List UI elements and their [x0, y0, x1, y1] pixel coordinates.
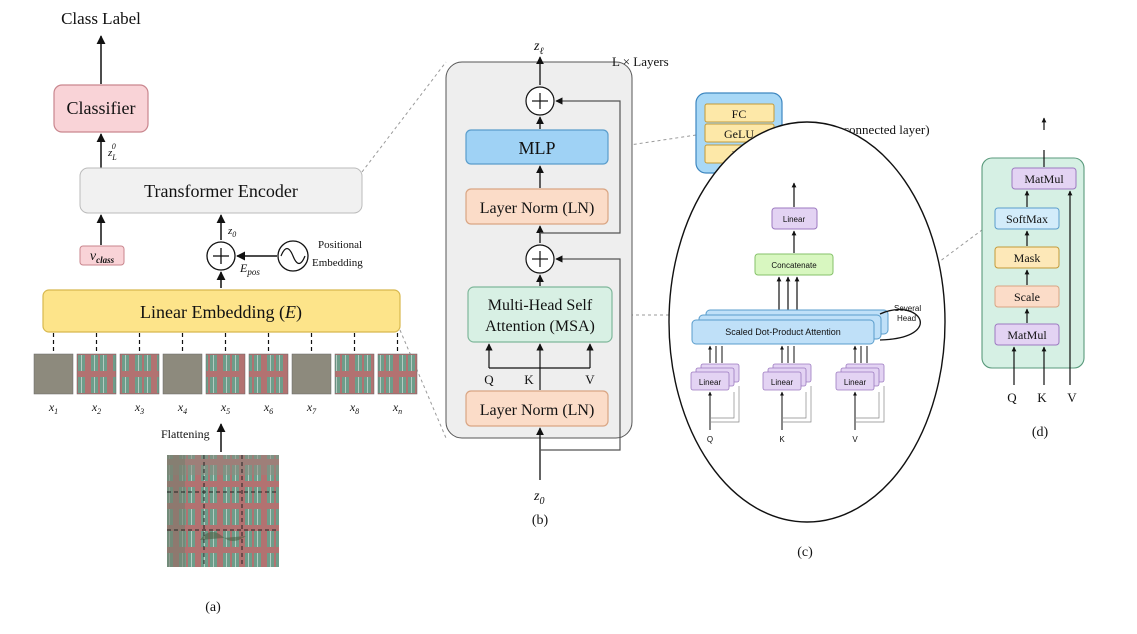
matmul-bottom-label: MatMul [1007, 328, 1047, 342]
svg-text:Linear: Linear [771, 378, 794, 387]
svg-text:Linear: Linear [699, 378, 722, 387]
v-label-d: V [1067, 390, 1077, 405]
softmax-label: SoftMax [1006, 212, 1048, 226]
patch-label: x3 [134, 400, 144, 416]
matmul-top-label: MatMul [1024, 172, 1064, 186]
scale-label: Scale [1014, 290, 1040, 304]
msa-box [467, 286, 613, 343]
e-pos-label: Epos [239, 261, 260, 277]
positional-embedding-line1: Positional [318, 239, 362, 251]
caption-b: (b) [532, 513, 549, 528]
guide-encoder-top [361, 61, 447, 173]
linear-embedding-box [42, 289, 401, 333]
matmul-top-box [1011, 167, 1077, 190]
layers-label: L × Layers [612, 54, 669, 69]
panel-b: zℓ L × Layers MLP Layer Norm (LN) Multi-… [445, 39, 930, 528]
q-label-b: Q [484, 372, 494, 387]
image-patch [162, 353, 203, 395]
source-image [167, 455, 279, 567]
mlp-box [465, 129, 609, 165]
transformer-encoder-label: Transformer Encoder [144, 181, 298, 201]
fc-top-box [704, 103, 775, 123]
layer-norm-bottom-label: Layer Norm (LN) [480, 402, 595, 419]
patch-label: x8 [349, 400, 359, 416]
patch-row: x1 x2 x3 x4 x5 x6 x7 x8 xn [33, 333, 418, 416]
softmax-box [994, 207, 1060, 230]
fc-top-label: FC [732, 107, 747, 121]
image-patch [377, 353, 418, 395]
k-label-c: K [779, 435, 785, 444]
msa-label-line1: Multi-Head Self [488, 297, 593, 314]
sdpa-box [691, 319, 875, 345]
scale-box [994, 285, 1060, 308]
mlp-label: MLP [518, 138, 555, 158]
v-class-label: vclass [90, 249, 115, 265]
v-label-c: V [852, 435, 858, 444]
concatenate-box [754, 253, 834, 276]
msa-label-line2: Attention (MSA) [485, 318, 595, 335]
z0-label-b: z0 [533, 489, 544, 507]
patch-label: x1 [48, 400, 58, 416]
q-label-c: Q [707, 435, 713, 444]
image-patch [248, 353, 289, 395]
class-label-text: Class Label [61, 9, 141, 28]
z-ell-label: zℓ [533, 39, 544, 57]
linear-stack-v: Linear [835, 345, 885, 430]
several-head-loop [879, 308, 921, 341]
z0-label-a: z0 [227, 225, 236, 239]
image-patch [33, 353, 74, 395]
mask-label: Mask [1014, 251, 1041, 265]
k-label-b: K [524, 372, 534, 387]
layer-norm-top-label: Layer Norm (LN) [480, 200, 595, 217]
layer-norm-top-box [465, 188, 609, 225]
linear-top-label: Linear [783, 215, 806, 224]
panel-a: Class Label Classifier zL0 Transformer E… [33, 9, 418, 615]
patch-label: x7 [306, 400, 317, 416]
linear-embedding-label: Linear Embedding (E) [140, 302, 302, 323]
image-patch [119, 353, 160, 395]
image-patch [76, 353, 117, 395]
concatenate-label: Concatenate [771, 261, 817, 270]
image-patch [291, 353, 332, 395]
mask-box [994, 246, 1060, 269]
classifier-label: Classifier [67, 98, 136, 118]
several-head-line2: Head [897, 314, 916, 323]
linear-stack-q: Linear [690, 345, 740, 430]
positional-embedding-line2: Embedding [312, 257, 363, 269]
linear-top-box [771, 207, 818, 230]
panel-d: MatMul SoftMax Mask Scale MatMul Q K V (… [981, 117, 1085, 440]
patch-label: x6 [263, 400, 273, 416]
v-label-b: V [585, 372, 595, 387]
transformer-encoder-box [79, 167, 363, 214]
several-head-line1: Several [894, 304, 921, 313]
layer-norm-bottom-box [465, 390, 609, 427]
gelu-label: GeLU [724, 127, 754, 141]
caption-a: (a) [205, 600, 221, 615]
patch-label: x4 [177, 400, 187, 416]
image-patch [334, 353, 375, 395]
q-label-d: Q [1007, 390, 1017, 405]
panel-c: Linear Concatenate Scaled Dot-Product At… [668, 121, 946, 560]
sdpa-label: Scaled Dot-Product Attention [725, 327, 841, 337]
matmul-bottom-box [994, 323, 1060, 346]
caption-c: (c) [797, 545, 813, 560]
caption-d: (d) [1032, 425, 1049, 440]
image-patch [205, 353, 246, 395]
v-class-token [79, 245, 125, 266]
patch-label: xn [392, 400, 402, 416]
zl0-label: zL0 [107, 142, 117, 162]
guide-encoder-bottom [399, 329, 447, 439]
patch-label: x2 [91, 400, 101, 416]
svg-text:Linear: Linear [844, 378, 867, 387]
patch-label: x5 [220, 400, 230, 416]
linear-stack-k: Linear [762, 345, 812, 430]
flattening-label: Flattening [161, 427, 210, 441]
k-label-d: K [1037, 390, 1047, 405]
classifier-box [53, 84, 149, 133]
